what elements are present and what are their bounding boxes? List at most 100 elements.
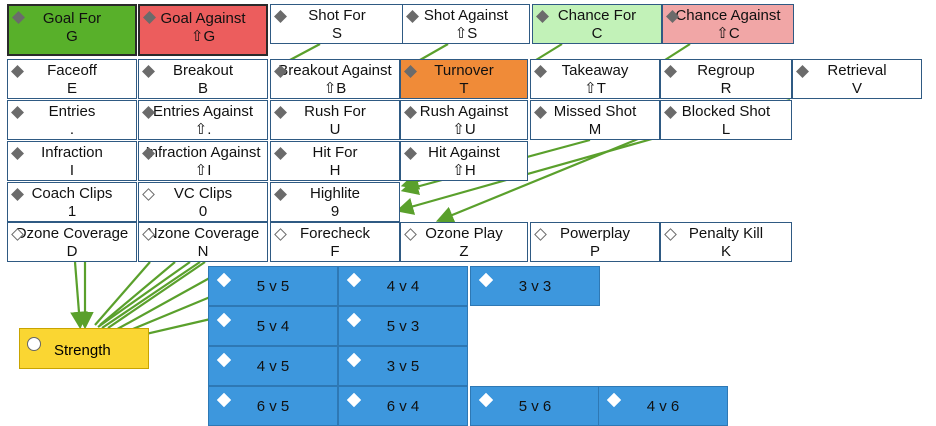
- shortcut-key: ⇧U: [452, 121, 476, 138]
- strength-5-v-3-button[interactable]: 5 v 3: [338, 306, 468, 346]
- button-label: 5 v 6: [518, 398, 552, 415]
- goal-against-button[interactable]: Goal Against⇧G: [138, 4, 268, 56]
- button-label: 4 v 5: [256, 358, 290, 375]
- button-label: Ozone Play: [425, 225, 503, 242]
- button-label: Goal Against: [160, 10, 246, 27]
- connector-line: [99, 261, 176, 326]
- shortcut-key: ⇧B: [323, 80, 347, 97]
- shortcut-key: L: [721, 121, 731, 138]
- button-label: Rush Against: [419, 103, 509, 120]
- strength-4-v-5-button[interactable]: 4 v 5: [208, 346, 338, 386]
- shortcut-key: M: [588, 121, 602, 138]
- strength-4-v-4-button[interactable]: 4 v 4: [338, 266, 468, 306]
- button-label: Rush For: [304, 103, 366, 120]
- chance-against-button[interactable]: Chance Against⇧C: [662, 4, 794, 44]
- connector-line: [70, 261, 88, 330]
- hit-against-button[interactable]: Hit Against⇧H: [400, 141, 528, 181]
- entries-against-button[interactable]: Entries Against⇧.: [138, 100, 268, 140]
- button-label: Infraction: [41, 144, 103, 161]
- button-label: Blocked Shot: [681, 103, 771, 120]
- shot-against-button[interactable]: Shot Against⇧S: [402, 4, 530, 44]
- shortcut-key: I: [69, 162, 75, 179]
- strength-4-v-6-button[interactable]: 4 v 6: [598, 386, 728, 426]
- button-label: Entries: [48, 103, 96, 120]
- button-label: Infraction Against: [145, 144, 261, 161]
- button-label: Chance Against: [675, 7, 781, 24]
- button-label: 5 v 5: [256, 278, 290, 295]
- button-label: 6 v 5: [256, 398, 290, 415]
- button-label: Nzone Coverage: [146, 225, 260, 242]
- strength-5-v-6-button[interactable]: 5 v 6: [470, 386, 600, 426]
- button-label: Takeaway: [561, 62, 629, 79]
- shortcut-key: D: [66, 243, 78, 260]
- button-label: Hit For: [312, 144, 358, 161]
- rush-against-button[interactable]: Rush Against⇧U: [400, 100, 528, 140]
- shortcut-key: ⇧G: [190, 28, 216, 45]
- button-label: Retrieval: [827, 62, 887, 79]
- strength-5-v-5-button[interactable]: 5 v 5: [208, 266, 338, 306]
- shortcut-key: T: [459, 80, 469, 97]
- shortcut-key: B: [197, 80, 208, 97]
- strength-3-v-5-button[interactable]: 3 v 5: [338, 346, 468, 386]
- button-label: Regroup: [697, 62, 755, 79]
- shortcut-key: 0: [198, 203, 208, 220]
- button-label: 5 v 4: [256, 318, 290, 335]
- button-label: Faceoff: [47, 62, 97, 79]
- takeaway-button[interactable]: Takeaway⇧T: [530, 59, 660, 99]
- strength-6-v-5-button[interactable]: 6 v 5: [208, 386, 338, 426]
- button-label: 3 v 3: [518, 278, 552, 295]
- shortcut-key: H: [329, 162, 341, 179]
- shortcut-key: P: [589, 243, 600, 260]
- button-label: Penalty Kill: [688, 225, 764, 242]
- shortcut-key: V: [851, 80, 862, 97]
- button-label: Forecheck: [299, 225, 371, 242]
- strength-6-v-4-button[interactable]: 6 v 4: [338, 386, 468, 426]
- button-label: Shot For: [308, 7, 366, 24]
- infraction-against-button[interactable]: Infraction Against⇧I: [138, 141, 268, 181]
- strength-3-v-3-button[interactable]: 3 v 3: [470, 266, 600, 306]
- button-label: Coach Clips: [31, 185, 113, 202]
- button-label: Entries Against: [152, 103, 254, 120]
- shortcut-key: E: [66, 80, 77, 97]
- connector-line: [97, 261, 191, 328]
- button-label: Shot Against: [423, 7, 509, 24]
- button-label: 5 v 3: [386, 318, 420, 335]
- button-label: Highlite: [309, 185, 361, 202]
- strength-node[interactable]: Strength: [19, 328, 149, 369]
- breakout-against-button[interactable]: Breakout Against⇧B: [270, 59, 400, 99]
- button-label: Dzone Coverage: [15, 225, 129, 242]
- strength-5-v-4-button[interactable]: 5 v 4: [208, 306, 338, 346]
- shortcut-key: ⇧C: [716, 25, 740, 42]
- button-label: VC Clips: [173, 185, 233, 202]
- entries-button[interactable]: Entries.: [7, 100, 137, 140]
- shortcut-key: ⇧.: [194, 121, 212, 138]
- button-label: 3 v 5: [386, 358, 420, 375]
- shortcut-key: ⇧S: [454, 25, 478, 42]
- button-label: Turnover: [434, 62, 494, 79]
- circle-icon: [27, 337, 41, 351]
- button-label: Hit Against: [428, 144, 500, 161]
